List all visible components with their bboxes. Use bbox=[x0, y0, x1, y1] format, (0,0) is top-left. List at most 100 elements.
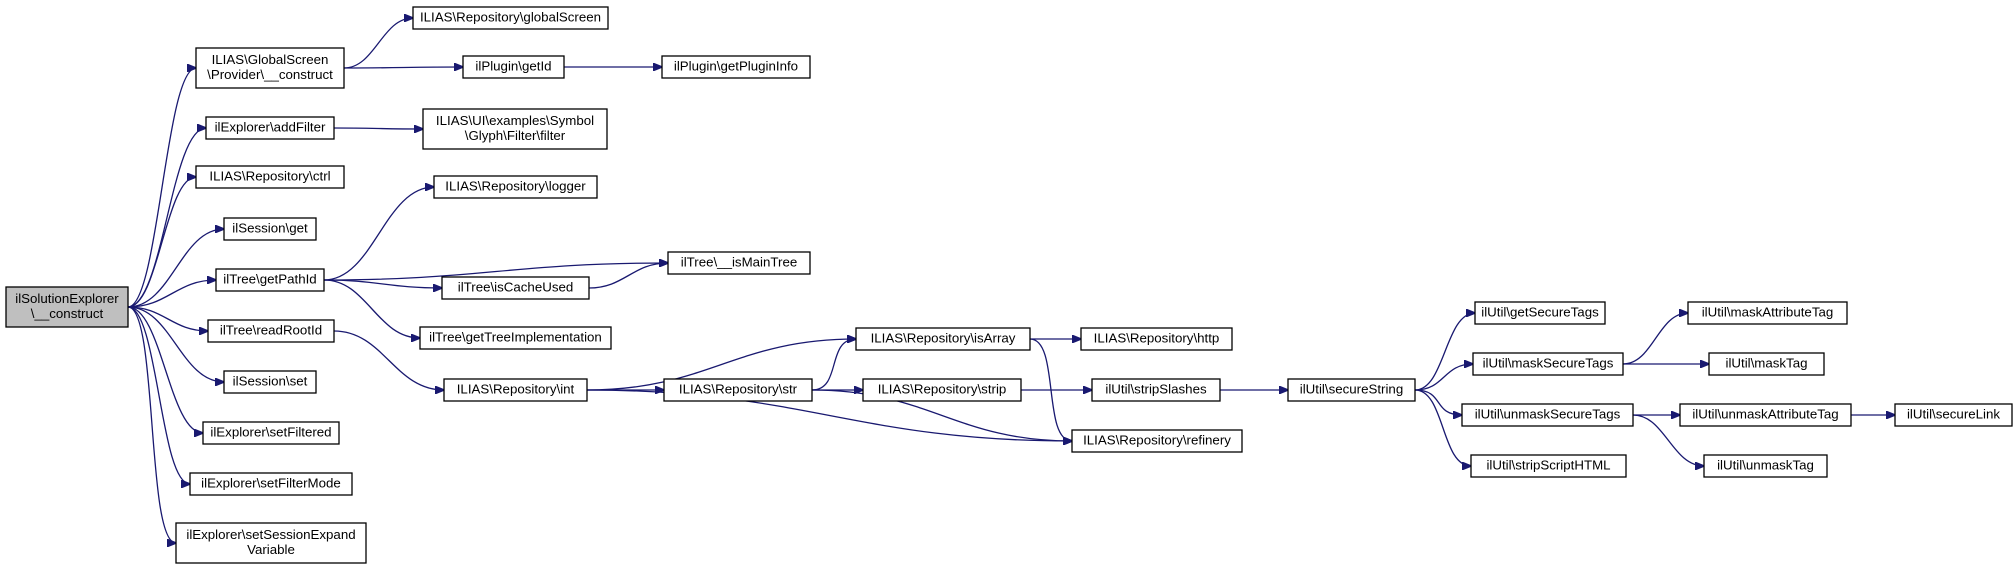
node-label: ilTree\readRootId bbox=[220, 323, 322, 338]
node-label: ilUtil\maskSecureTags bbox=[1483, 356, 1614, 371]
function-node[interactable]: ILIAS\Repository\ctrl bbox=[195, 165, 345, 189]
node-label: ilUtil\secureString bbox=[1300, 382, 1403, 397]
node-label: ilTree\getTreeImplementation bbox=[429, 330, 602, 345]
node-label: ilExplorer\setSessionExpand bbox=[186, 527, 355, 542]
edge-line bbox=[586, 339, 856, 391]
edge-line bbox=[1632, 414, 1704, 466]
call-edge bbox=[127, 229, 224, 308]
node-box bbox=[1287, 378, 1416, 402]
function-node[interactable]: ILIAS\Repository\isArray bbox=[855, 327, 1031, 351]
function-node[interactable]: ilUtil\maskSecureTags bbox=[1472, 352, 1624, 376]
function-node[interactable]: ILIAS\Repository\http bbox=[1080, 327, 1233, 351]
node-box bbox=[663, 378, 813, 402]
node-box bbox=[419, 326, 612, 350]
node-box bbox=[1470, 454, 1627, 478]
node-box bbox=[661, 55, 811, 79]
node-label: ilTree\__isMainTree bbox=[681, 255, 798, 270]
call-edge bbox=[586, 339, 856, 391]
node-label: ILIAS\Repository\isArray bbox=[871, 331, 1016, 346]
node-label: ilUtil\unmaskSecureTags bbox=[1475, 407, 1621, 422]
call-edge bbox=[1414, 389, 1462, 415]
edge-line bbox=[1414, 313, 1475, 391]
function-node[interactable]: ilUtil\stripSlashes bbox=[1091, 378, 1221, 402]
node-label: ilUtil\unmaskTag bbox=[1717, 458, 1814, 473]
node-box bbox=[189, 472, 353, 496]
function-node[interactable]: ilUtil\unmaskSecureTags bbox=[1461, 403, 1634, 427]
function-node[interactable]: ilTree\getPathId bbox=[215, 268, 325, 292]
node-label: ilTree\isCacheUsed bbox=[458, 280, 574, 295]
node-label: ilUtil\maskTag bbox=[1725, 356, 1807, 371]
node-box bbox=[667, 251, 811, 275]
node-label: ilUtil\secureLink bbox=[1907, 407, 2000, 422]
function-node[interactable]: ILIAS\Repository\str bbox=[663, 378, 813, 402]
call-edge bbox=[127, 306, 224, 382]
function-node[interactable]: ILIAS\Repository\int bbox=[443, 378, 588, 402]
node-label: ILIAS\Repository\str bbox=[679, 382, 798, 397]
call-edge bbox=[1622, 313, 1688, 365]
function-node[interactable]: ilUtil\stripScriptHTML bbox=[1470, 454, 1627, 478]
call-edge bbox=[323, 263, 668, 281]
call-edge bbox=[1414, 389, 1471, 466]
function-node[interactable]: ILIAS\UI\examples\Symbol\Glyph\Filter\fi… bbox=[422, 108, 608, 150]
function-node[interactable]: ilExplorer\setFilterMode bbox=[189, 472, 353, 496]
node-box bbox=[1708, 352, 1825, 376]
node-box bbox=[1679, 403, 1852, 427]
node-label: \Provider\__construct bbox=[207, 67, 333, 82]
function-node[interactable]: ilTree\getTreeImplementation bbox=[419, 326, 612, 350]
node-box bbox=[215, 268, 325, 292]
call-edge bbox=[127, 306, 203, 433]
function-node[interactable]: ilSession\get bbox=[223, 217, 317, 241]
function-node[interactable]: ilUtil\getSecureTags bbox=[1474, 301, 1606, 325]
edge-line bbox=[127, 306, 203, 433]
root-function-node[interactable]: ilSolutionExplorer\__construct bbox=[5, 286, 129, 328]
call-edge bbox=[1632, 414, 1704, 466]
function-node[interactable]: ILIAS\GlobalScreen\Provider\__construct bbox=[195, 47, 345, 89]
function-node[interactable]: ilUtil\maskAttributeTag bbox=[1687, 301, 1848, 325]
function-node[interactable]: ILIAS\Repository\logger bbox=[433, 175, 598, 199]
node-label: ILIAS\Repository\strip bbox=[878, 382, 1007, 397]
function-node[interactable]: ilUtil\secureString bbox=[1287, 378, 1416, 402]
node-box bbox=[1894, 403, 2013, 427]
function-node[interactable]: ILIAS\Repository\strip bbox=[862, 378, 1022, 402]
function-node[interactable]: ilTree\isCacheUsed bbox=[441, 276, 590, 300]
function-node[interactable]: ilExplorer\addFilter bbox=[205, 116, 335, 140]
function-node[interactable]: ilUtil\secureLink bbox=[1894, 403, 2013, 427]
node-label: ilExplorer\addFilter bbox=[215, 120, 326, 135]
call-edge bbox=[343, 67, 463, 68]
call-edge bbox=[1414, 313, 1475, 391]
node-label: ilSolutionExplorer bbox=[15, 291, 119, 306]
function-node[interactable]: ILIAS\Repository\refinery bbox=[1071, 429, 1243, 453]
call-edge bbox=[333, 330, 444, 390]
node-label: ilUtil\maskAttributeTag bbox=[1702, 305, 1834, 320]
node-box bbox=[443, 378, 588, 402]
function-node[interactable]: ilSession\set bbox=[223, 370, 317, 394]
function-node[interactable]: ilExplorer\setFiltered bbox=[202, 421, 340, 445]
function-node[interactable]: ilUtil\unmaskAttributeTag bbox=[1679, 403, 1852, 427]
function-node[interactable]: ilUtil\unmaskTag bbox=[1703, 454, 1828, 478]
node-label: ilPlugin\getId bbox=[475, 59, 551, 74]
call-edge bbox=[127, 306, 208, 331]
edge-line bbox=[127, 68, 196, 308]
node-box bbox=[433, 175, 598, 199]
node-label: ILIAS\Repository\http bbox=[1094, 331, 1220, 346]
node-box bbox=[1461, 403, 1634, 427]
edge-line bbox=[811, 389, 1072, 441]
function-node[interactable]: ILIAS\Repository\globalScreen bbox=[412, 6, 609, 30]
node-label: ilSession\get bbox=[232, 221, 308, 236]
node-box bbox=[207, 319, 335, 343]
edge-line bbox=[1622, 313, 1688, 365]
function-node[interactable]: ilUtil\maskTag bbox=[1708, 352, 1825, 376]
function-node[interactable]: ilTree\readRootId bbox=[207, 319, 335, 343]
function-node[interactable]: ilTree\__isMainTree bbox=[667, 251, 811, 275]
call-edge bbox=[1414, 364, 1473, 391]
function-node[interactable]: ilPlugin\getPluginInfo bbox=[661, 55, 811, 79]
call-edge bbox=[127, 68, 196, 308]
node-box bbox=[195, 47, 345, 89]
node-label: ilExplorer\setFiltered bbox=[210, 425, 331, 440]
node-box bbox=[202, 421, 340, 445]
node-label: ILIAS\Repository\globalScreen bbox=[420, 10, 601, 25]
function-node[interactable]: ilPlugin\getId bbox=[462, 55, 565, 79]
edge-line bbox=[333, 330, 444, 390]
